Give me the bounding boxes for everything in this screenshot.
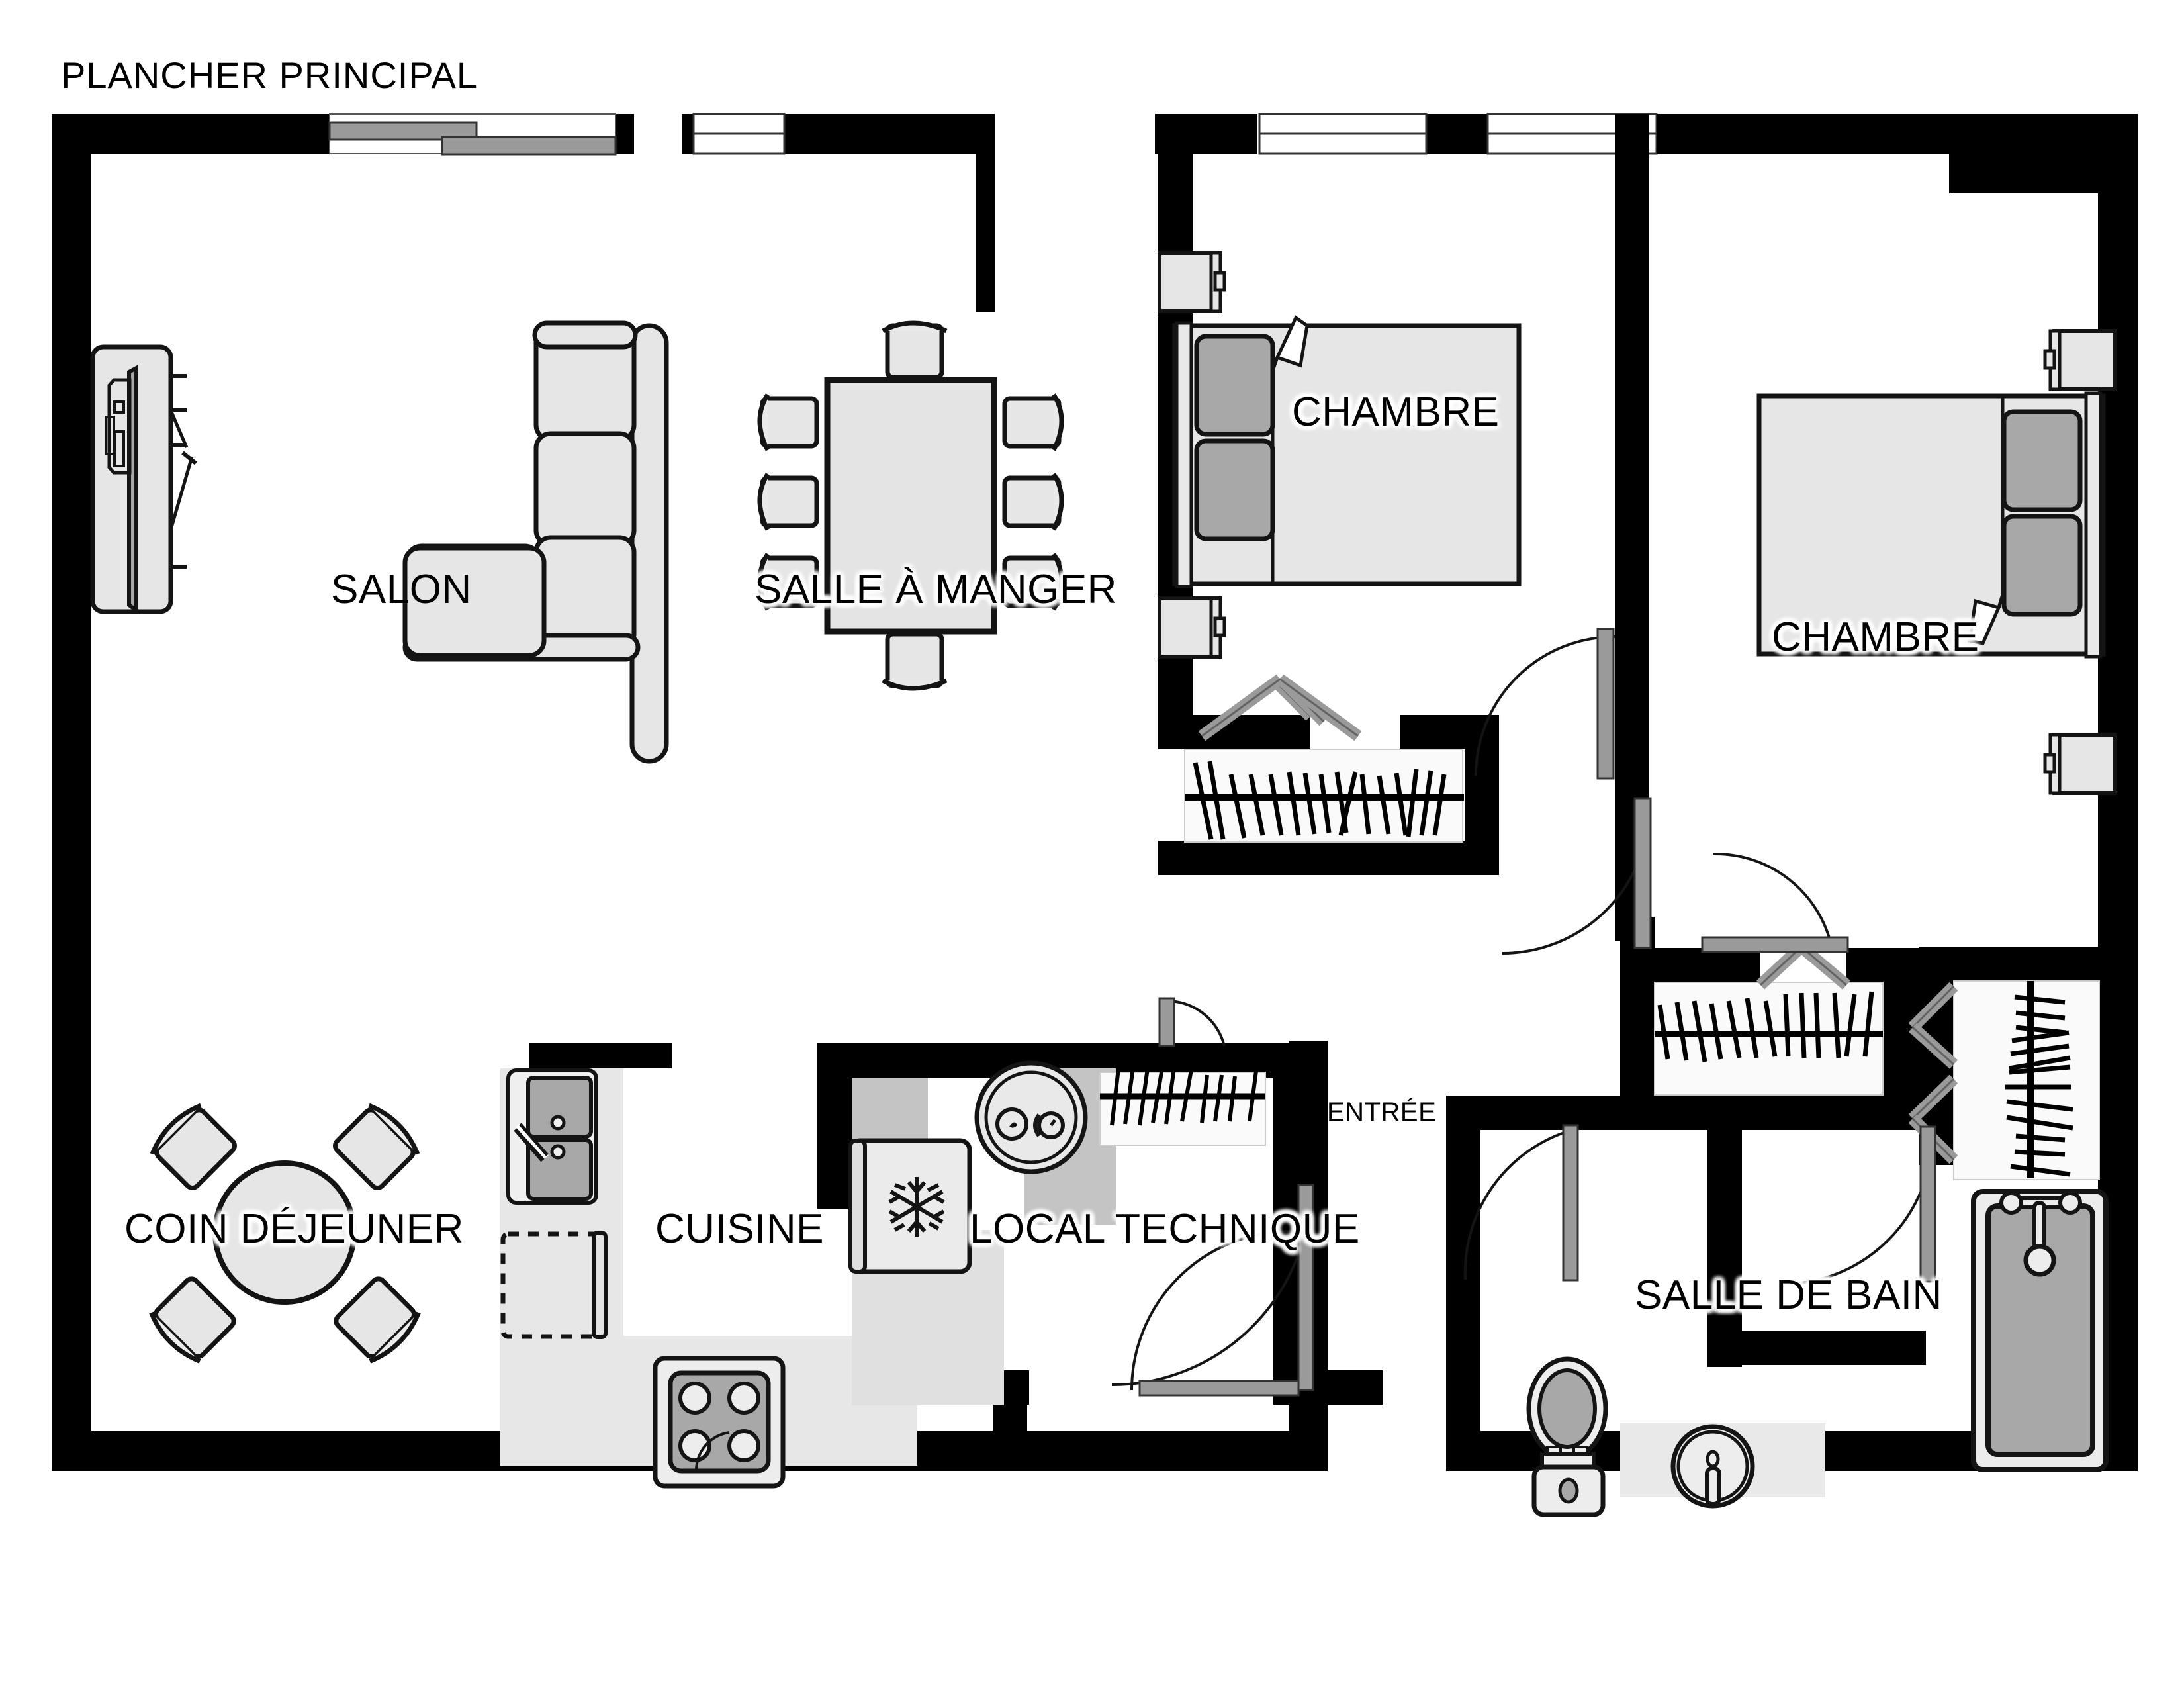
breakfast-set xyxy=(149,1103,421,1364)
sectional-sofa xyxy=(402,320,669,764)
patio-sliding-door[interactable] xyxy=(328,113,617,156)
snowflake-icon xyxy=(888,1177,945,1237)
window-chambre-2 xyxy=(1486,113,1853,155)
bathtub xyxy=(1971,1189,2109,1472)
window-chambre-1 xyxy=(1258,113,1428,155)
closet-linen-bath[interactable] xyxy=(1908,980,2100,1180)
page-title: PLANCHER PRINCIPAL xyxy=(61,54,478,96)
vanity-sink xyxy=(1670,1424,1755,1509)
faucet-icon xyxy=(1999,1191,2082,1251)
room-label-entree: ENTRÉE xyxy=(1327,1098,1437,1127)
drain-icon xyxy=(2023,1244,2056,1277)
dishwasher xyxy=(500,1231,608,1339)
closet-local-technique[interactable] xyxy=(1099,1068,1266,1146)
bed-chambre-2 xyxy=(1756,329,2117,795)
water-heater xyxy=(974,1060,1088,1174)
window-living xyxy=(692,113,786,155)
room-label-chambre-2: CHAMBRE xyxy=(1772,614,1979,660)
closet-chambre-1[interactable] xyxy=(1184,674,1464,843)
tv-media-unit xyxy=(90,344,197,614)
room-label-salle-de-bain: SALLE DE BAIN xyxy=(1635,1272,1942,1318)
toilet xyxy=(1526,1356,1608,1517)
kitchen-sink xyxy=(506,1068,598,1205)
closet-hall[interactable] xyxy=(1620,945,1884,1096)
room-label-salle-a-manger: SALLE À MANGER xyxy=(754,567,1117,612)
room-label-chambre-1: CHAMBRE xyxy=(1292,389,1500,435)
cooktop xyxy=(653,1356,786,1489)
room-label-salon: SALON xyxy=(331,567,472,612)
dining-set xyxy=(757,320,1064,691)
exterior-walls xyxy=(52,114,2138,1471)
room-label-cuisine: CUISINE xyxy=(655,1206,824,1252)
door-swings[interactable] xyxy=(694,628,1936,1472)
refrigerator xyxy=(848,1138,972,1274)
room-label-local-technique: LOCAL TECHNIQUE xyxy=(970,1206,1360,1252)
room-label-coin-dejeuner: COIN DÉJEUNER xyxy=(124,1206,464,1252)
bed-chambre-1 xyxy=(1158,251,1522,659)
